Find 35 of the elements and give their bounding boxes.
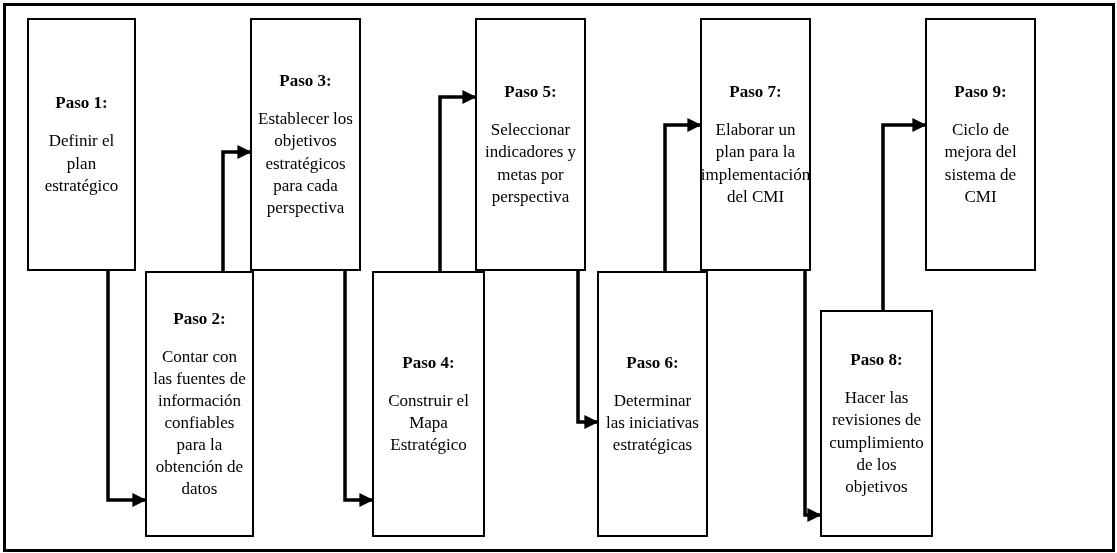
step-heading: Paso 5:: [504, 81, 557, 104]
step-box: [372, 271, 485, 537]
step-box: [700, 18, 811, 271]
step-description: Seleccionar indicadores y metas por perspectiva: [483, 119, 578, 208]
arrow: [803, 271, 822, 522]
step-heading: Paso 7:: [729, 81, 782, 104]
arrow: [221, 145, 252, 271]
step-description: Ciclo de mejora del sistema de CMI: [943, 119, 1018, 208]
step-heading: Paso 1:: [55, 92, 108, 115]
step-heading: Paso 9:: [954, 81, 1007, 104]
step-description: Establecer los objetivos estratégicos para cada perspectiva: [257, 108, 354, 219]
arrow: [106, 271, 147, 507]
step-box: [145, 271, 254, 537]
step-heading: Paso 8:: [850, 349, 903, 372]
step-description: Construir el Mapa Estratégico: [387, 389, 470, 457]
step-heading: Paso 6:: [626, 351, 679, 374]
step-box: [820, 310, 933, 537]
step-box: [597, 271, 708, 537]
step-box: [250, 18, 361, 271]
step-description: Hacer las revisiones de cumplimiento de los objetivos: [828, 387, 925, 498]
step-description: Definir el plan estratégico: [43, 130, 120, 197]
arrow: [663, 118, 702, 271]
step-description: Determinar las iniciativas estratégicas: [605, 389, 700, 457]
arrow: [438, 90, 477, 271]
arrow: [576, 271, 599, 429]
arrow: [881, 118, 927, 310]
step-heading: Paso 2:: [173, 307, 226, 330]
step-description: Elaborar un plan para la implementación del CMI: [700, 119, 811, 208]
step-box: [475, 18, 586, 271]
step-box: [925, 18, 1036, 271]
step-heading: Paso 4:: [402, 351, 455, 374]
arrow: [343, 271, 374, 507]
step-box: [27, 18, 136, 271]
step-heading: Paso 3:: [279, 70, 332, 93]
step-description: Contar con las fuentes de información confiables para la obtención de datos: [152, 345, 247, 501]
